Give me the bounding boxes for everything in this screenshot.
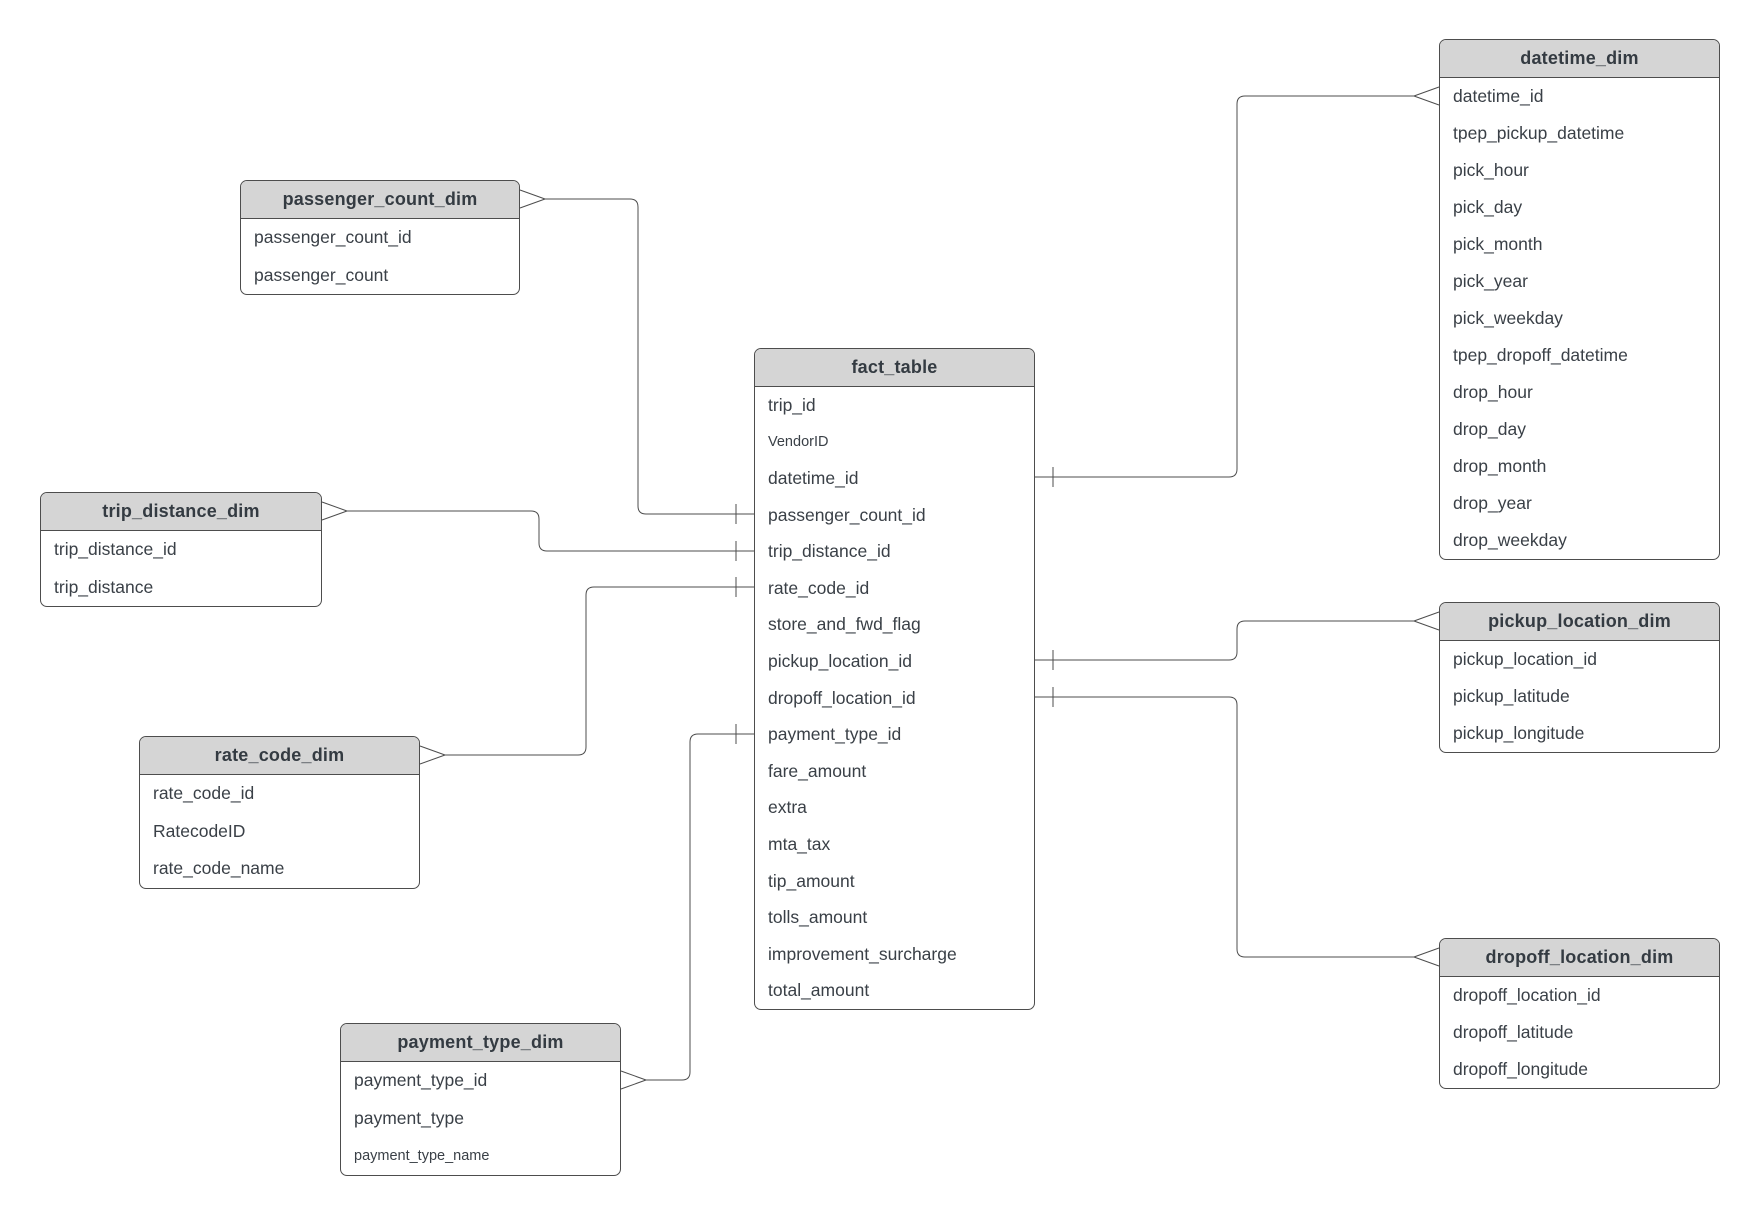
table-title: rate_code_dim <box>214 745 345 765</box>
column-improvement_surcharge: improvement_surcharge <box>768 943 957 964</box>
column-mta_tax: mta_tax <box>768 833 831 854</box>
column-drop_weekday: drop_weekday <box>1453 530 1567 550</box>
relationship-passenger_count_dim-fact_table <box>519 189 754 524</box>
column-pickup_location_id: pickup_location_id <box>1453 649 1597 669</box>
column-pick_weekday: pick_weekday <box>1453 308 1563 328</box>
column-pick_day: pick_day <box>1453 197 1523 217</box>
column-store_and_fwd_flag: store_and_fwd_flag <box>768 614 921 635</box>
column-total_amount: total_amount <box>768 980 870 1001</box>
column-datetime_id: datetime_id <box>768 467 859 488</box>
table-header: passenger_count_dim <box>241 181 519 219</box>
table-header: rate_code_dim <box>140 737 419 775</box>
relationship-trip_distance_dim-fact_table <box>321 501 754 561</box>
column-payment_type: payment_type <box>354 1107 464 1128</box>
table-header: payment_type_dim <box>341 1024 620 1062</box>
relationship-line <box>646 733 754 1081</box>
relationship-pickup_location_dim-fact_table <box>1035 611 1440 670</box>
column-trip_distance_id: trip_distance_id <box>768 541 891 562</box>
column-extra: extra <box>768 797 807 818</box>
table-title: fact_table <box>851 357 938 377</box>
relationship-dropoff_location_dim-fact_table <box>1035 687 1440 967</box>
column-drop_year: drop_year <box>1453 493 1532 513</box>
table-header: datetime_dim <box>1440 40 1719 78</box>
column-rate_code_name: rate_code_name <box>153 858 285 879</box>
column-payment_type_id: payment_type_id <box>354 1070 488 1091</box>
column-fare_amount: fare_amount <box>768 760 867 781</box>
column-dropoff_location_id: dropoff_location_id <box>1453 985 1601 1005</box>
column-pick_month: pick_month <box>1453 234 1543 254</box>
table-header: trip_distance_dim <box>41 493 321 531</box>
column-drop_hour: drop_hour <box>1453 382 1533 402</box>
column-payment_type_name: payment_type_name <box>354 1147 490 1164</box>
column-dropoff_latitude: dropoff_latitude <box>1453 1022 1574 1042</box>
column-dropoff_longitude: dropoff_longitude <box>1453 1059 1588 1079</box>
column-trip_id: trip_id <box>768 394 816 415</box>
column-dropoff_location_id: dropoff_location_id <box>768 687 916 708</box>
table-title: datetime_dim <box>1520 48 1639 68</box>
column-tip_amount: tip_amount <box>768 870 855 891</box>
table-title: payment_type_dim <box>397 1032 564 1052</box>
column-datetime_id: datetime_id <box>1453 86 1544 106</box>
column-trip_distance_id: trip_distance_id <box>54 539 177 560</box>
column-tpep_pickup_datetime: tpep_pickup_datetime <box>1453 123 1625 143</box>
relationship-payment_type_dim-fact_table <box>620 724 754 1090</box>
relationship-line <box>545 198 754 515</box>
column-pickup_latitude: pickup_latitude <box>1453 686 1570 706</box>
relationship-line <box>1035 620 1414 661</box>
table-datetime_dim: datetime_dim datetime_id tpep_pickup_datet… <box>1439 39 1720 560</box>
table-header: pickup_location_dim <box>1440 603 1719 641</box>
column-rate_code_id: rate_code_id <box>768 577 870 598</box>
column-pickup_location_id: pickup_location_id <box>768 650 912 671</box>
relationship-rate_code_dim-fact_table <box>419 577 754 765</box>
column-passenger_count_id: passenger_count_id <box>254 227 412 248</box>
column-drop_day: drop_day <box>1453 419 1526 439</box>
table-header: fact_table <box>755 349 1034 387</box>
column-pickup_longitude: pickup_longitude <box>1453 723 1585 743</box>
column-RatecodeID: RatecodeID <box>153 820 246 841</box>
table-title: trip_distance_dim <box>102 501 260 521</box>
relationship-line <box>1035 95 1414 478</box>
column-VendorID: VendorID <box>768 433 829 450</box>
table-header: dropoff_location_dim <box>1440 939 1719 977</box>
table-payment_type_dim: payment_type_dim payment_type_id payment_t… <box>340 1023 621 1176</box>
column-drop_month: drop_month <box>1453 456 1547 476</box>
column-payment_type_id: payment_type_id <box>768 724 902 745</box>
column-pick_year: pick_year <box>1453 271 1528 291</box>
relationship-datetime_dim-fact_table <box>1035 86 1440 487</box>
table-title: dropoff_location_dim <box>1485 947 1674 967</box>
table-title: pickup_location_dim <box>1488 611 1671 631</box>
relationship-line <box>347 510 754 552</box>
column-pick_hour: pick_hour <box>1453 160 1529 180</box>
table-title: passenger_count_dim <box>282 189 478 209</box>
table-trip_distance_dim: trip_distance_dim trip_distance_id trip_di… <box>40 492 322 607</box>
relationship-line <box>445 586 754 756</box>
column-tpep_dropoff_datetime: tpep_dropoff_datetime <box>1453 345 1628 365</box>
column-passenger_count: passenger_count <box>254 264 389 285</box>
column-rate_code_id: rate_code_id <box>153 783 255 804</box>
column-passenger_count_id: passenger_count_id <box>768 504 926 525</box>
column-tolls_amount: tolls_amount <box>768 907 868 928</box>
column-trip_distance: trip_distance <box>54 576 154 597</box>
relationship-line <box>1035 696 1414 958</box>
